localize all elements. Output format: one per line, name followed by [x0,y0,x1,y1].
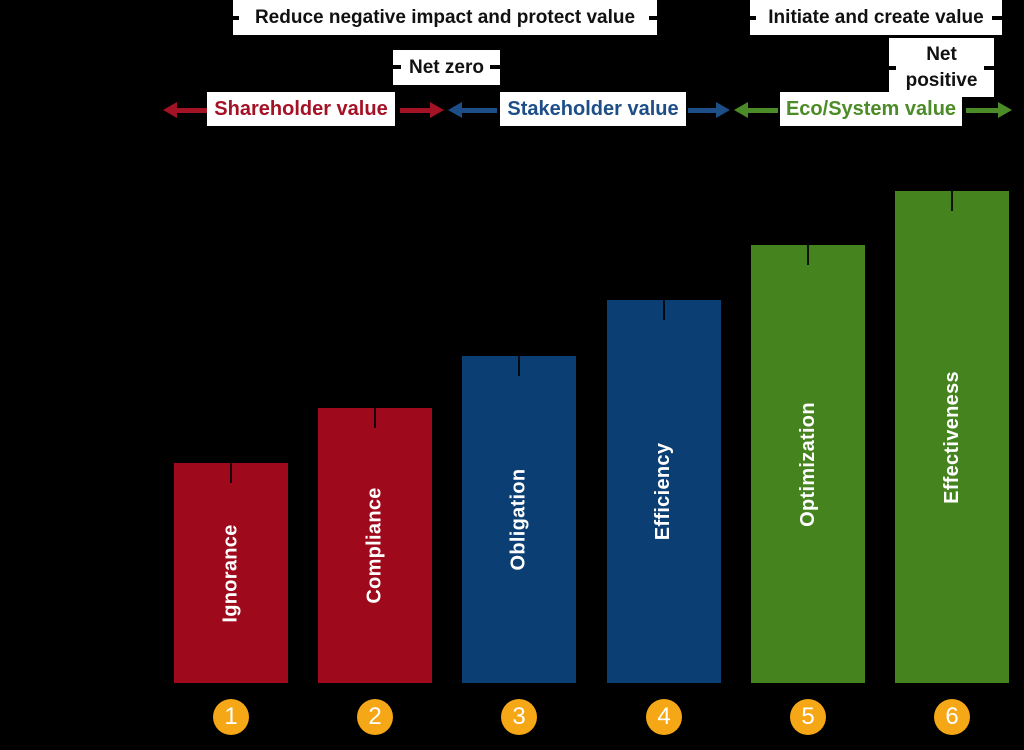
bar-compliance: Compliance [318,408,432,683]
shareholder-left-arrow [163,102,207,118]
bar-obligation: Obligation [462,356,576,683]
black-arrow-dash [746,16,756,20]
black-arrow-dash [490,65,500,69]
bar-label: Obligation [507,468,530,571]
arrow-shaft [966,108,1000,113]
phase-label-initiate: Initiate and create value [750,0,1002,35]
shareholder-right-arrow [400,102,444,118]
bar-top-tick [663,300,665,320]
bar-top-tick [374,408,376,428]
bar-effectiveness: Effectiveness [895,191,1009,683]
arrowhead-right-icon [430,102,444,118]
arrowhead-left-icon [163,102,177,118]
phase-label-reduce: Reduce negative impact and protect value [233,0,657,35]
bar-top-tick [951,191,953,211]
arrow-shaft [688,108,718,113]
bar-label: Ignorance [219,523,242,623]
bar-top-tick [518,356,520,376]
ecosystem-right-arrow [966,102,1012,118]
stage-number-badge-5: 5 [790,699,826,735]
stage-number-badge-1: 1 [213,699,249,735]
black-arrow-dash [229,16,239,20]
bar-label: Optimization [796,401,819,527]
arrowhead-right-icon [998,102,1012,118]
paradigm-label-shareholder: Shareholder value [207,92,395,126]
bar-label: Effectiveness [940,370,963,504]
stakeholder-left-arrow [448,102,497,118]
paradigm-label-ecosystem: Eco/System value [780,92,962,126]
bar-ignorance: Ignorance [174,463,288,683]
bar-efficiency: Efficiency [607,300,721,683]
milestone-label-net-zero: Net zero [393,50,500,85]
black-arrow-dash [886,66,896,70]
bar-top-tick [807,245,809,265]
bar-label: Efficiency [652,442,675,541]
stage-number-badge-3: 3 [501,699,537,735]
stakeholder-right-arrow [688,102,730,118]
arrowhead-left-icon [448,102,462,118]
black-arrow-dash [992,16,1002,20]
arrow-shaft [400,108,432,113]
milestone-label-net-positive: Net positive [889,38,994,97]
stage-number-badge-4: 4 [646,699,682,735]
black-arrow-dash [391,65,401,69]
stage-number-badge-6: 6 [934,699,970,735]
paradigm-label-stakeholder: Stakeholder value [500,92,686,126]
arrow-shaft [460,108,497,113]
arrowhead-left-icon [734,102,748,118]
arrowhead-right-icon [716,102,730,118]
arrow-shaft [175,108,207,113]
black-arrow-dash [984,66,994,70]
bar-optimization: Optimization [751,245,865,683]
bar-top-tick [230,463,232,483]
stage-number-badge-2: 2 [357,699,393,735]
ecosystem-left-arrow [734,102,778,118]
arrow-shaft [746,108,778,113]
bar-label: Compliance [363,487,386,604]
black-arrow-dash [649,16,659,20]
